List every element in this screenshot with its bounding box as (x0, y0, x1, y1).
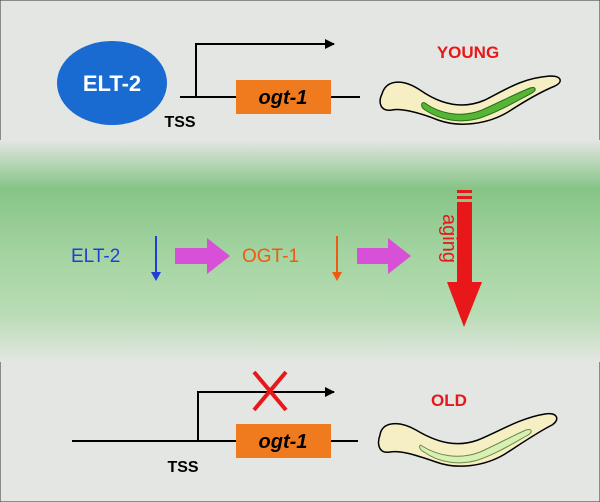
aging-label: aging (438, 214, 460, 263)
top-gene-box (236, 80, 331, 114)
top-gene-label: ogt-1 (259, 87, 308, 109)
regulation-cascade: ELT-2 OGT-1 (71, 236, 411, 281)
magenta-arrow-1 (175, 238, 230, 274)
bottom-transcription-arrow (197, 387, 335, 441)
aging-arrow-head-icon (447, 282, 482, 327)
ogt1-text: OGT-1 (242, 246, 299, 267)
ogt1-down-arrow-icon (332, 272, 342, 281)
aging-arrow: aging (438, 190, 482, 327)
young-worm-icon (379, 75, 561, 125)
old-label: OLD (431, 391, 467, 410)
elt2-oval-label: ELT-2 (83, 71, 141, 96)
young-label: YOUNG (437, 43, 499, 62)
elt2-down-arrow-icon (151, 272, 161, 281)
magenta-arrow-2 (357, 238, 411, 274)
green-band (0, 140, 600, 362)
old-worm-icon (377, 412, 558, 467)
bottom-tss-label: TSS (167, 459, 198, 476)
young-gene-diagram: ogt-1 ELT-2 TSS YOUNG (57, 39, 499, 131)
top-tss-label: TSS (164, 114, 195, 131)
top-transcription-arrow (195, 39, 335, 97)
bottom-gene-box (236, 424, 331, 458)
old-gene-diagram: ogt-1 TSS OLD (72, 370, 467, 476)
elt2-text: ELT-2 (71, 246, 120, 267)
blocked-x-icon (252, 370, 288, 412)
bottom-gene-label: ogt-1 (259, 431, 308, 453)
elt2-oval (57, 41, 167, 125)
